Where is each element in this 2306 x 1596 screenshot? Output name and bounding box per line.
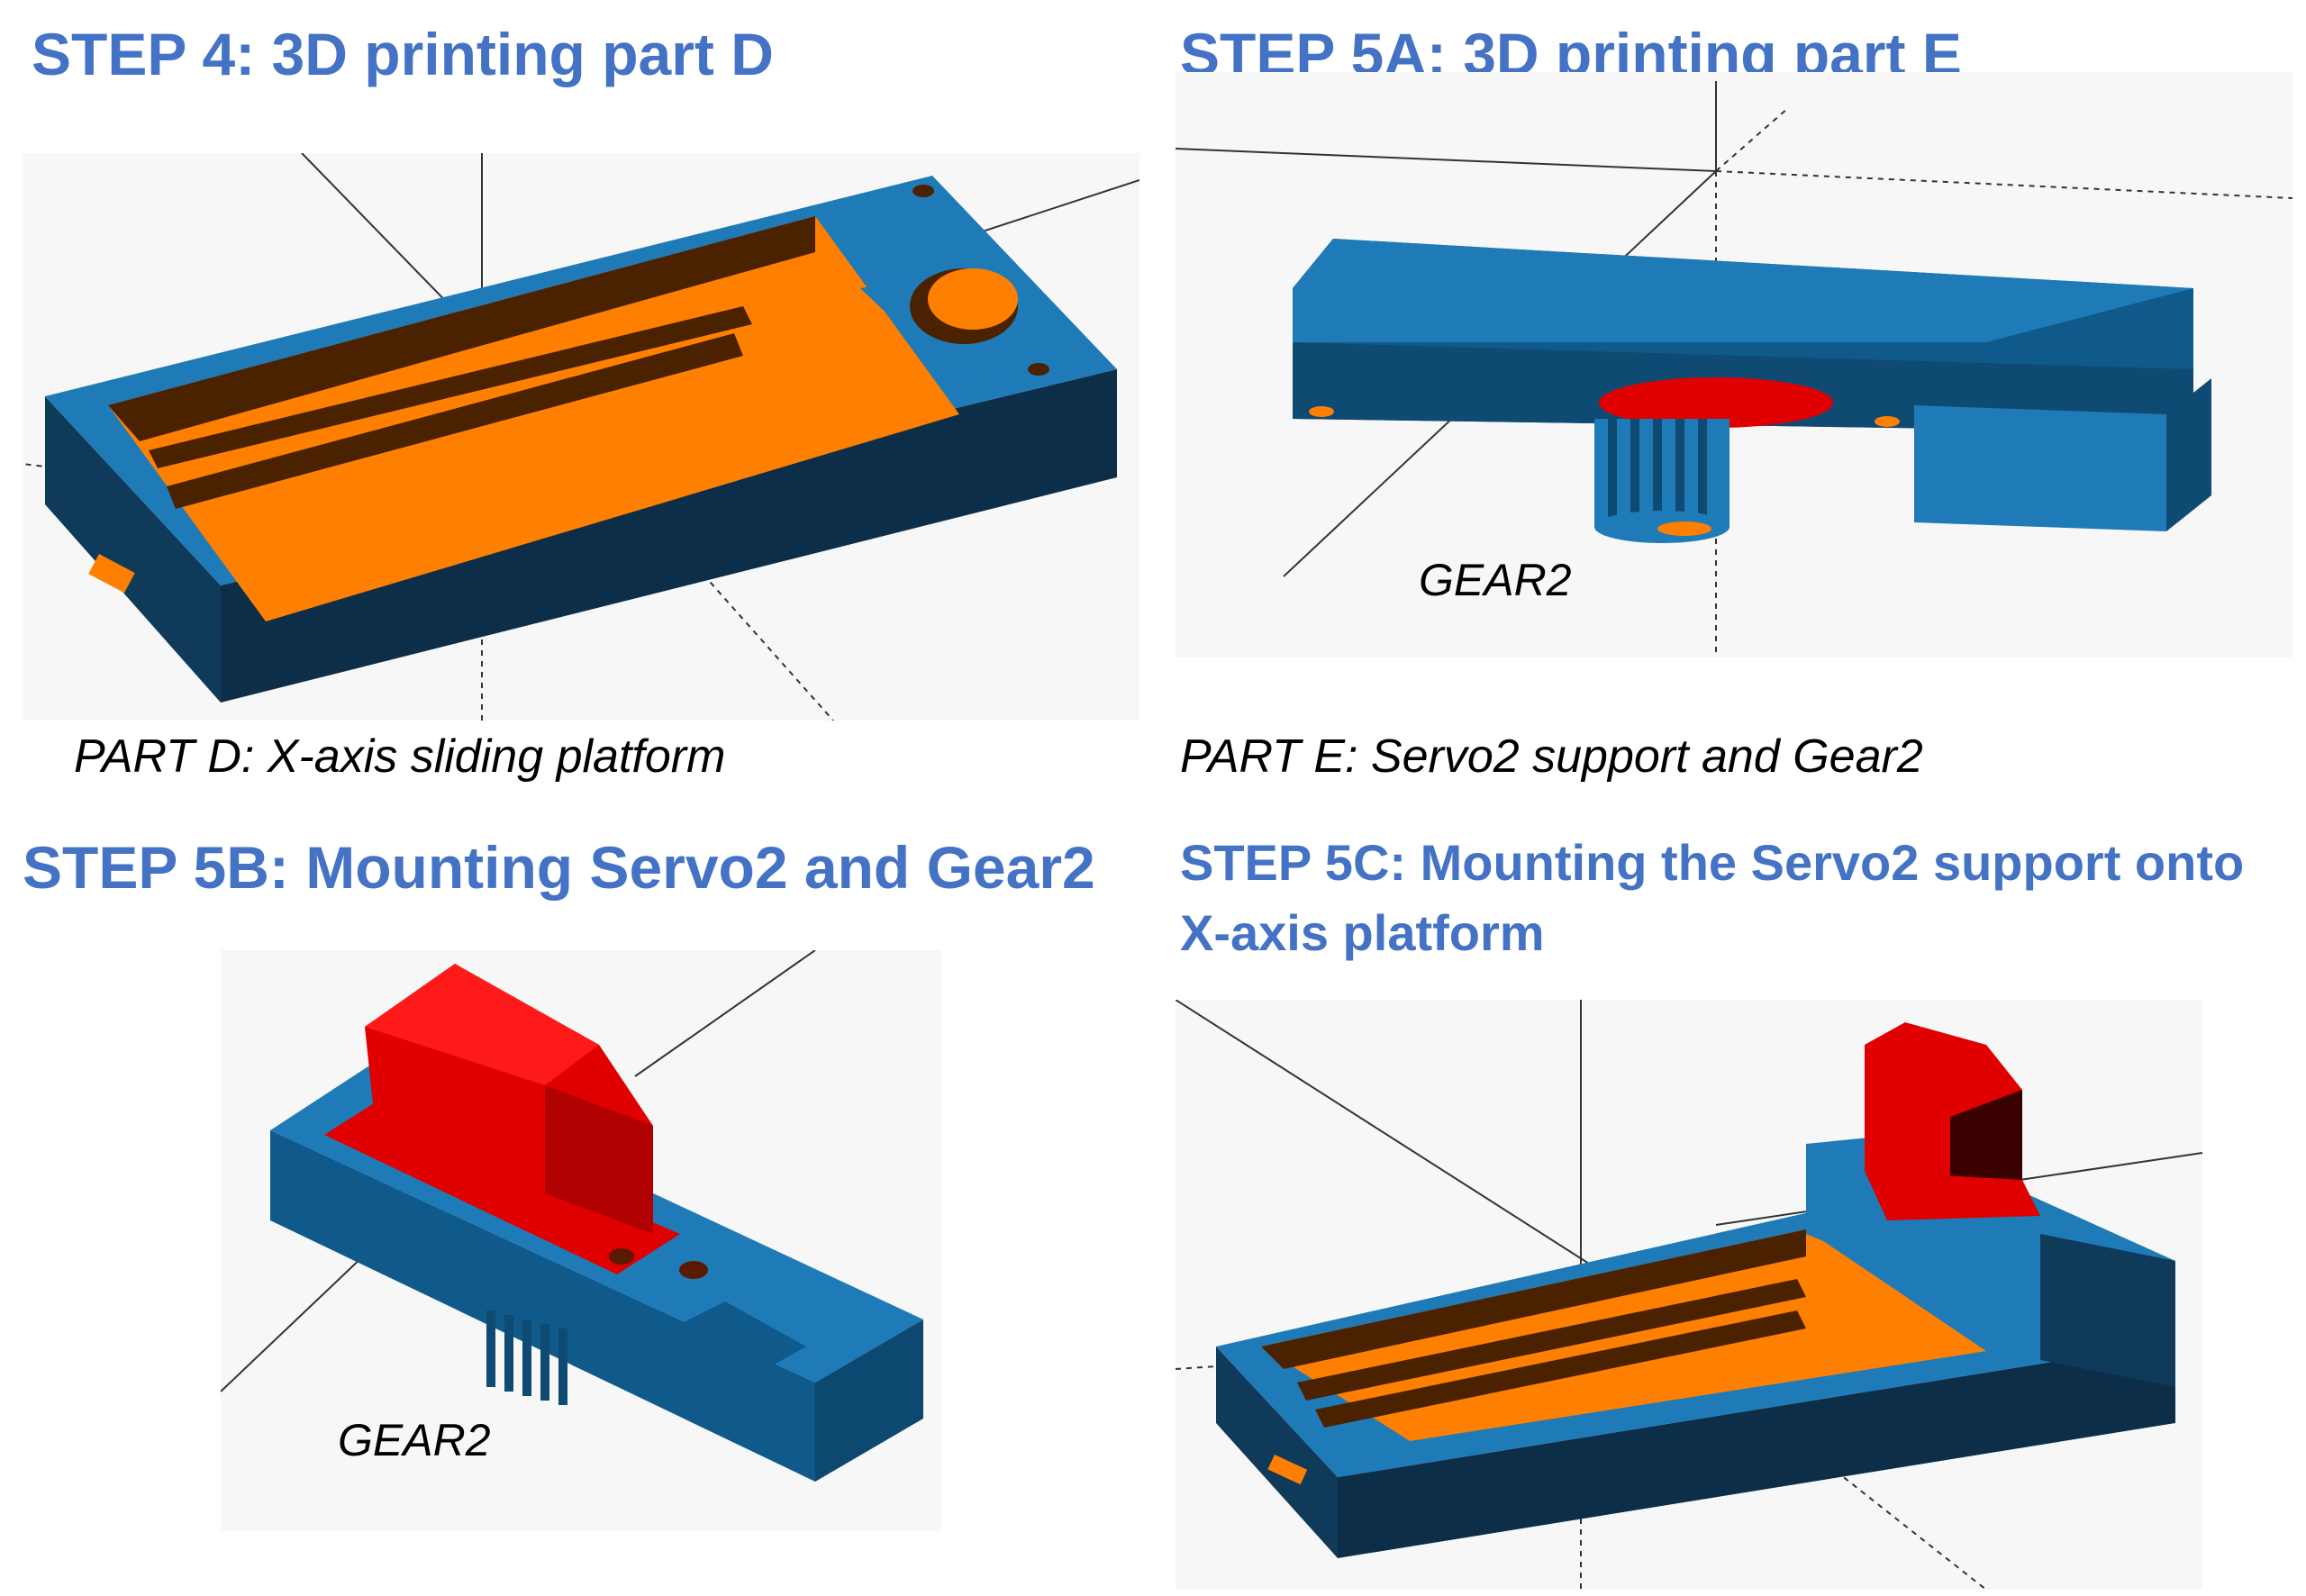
step5b-render-panel: GEAR2 <box>221 950 941 1531</box>
step5c-title-line1: STEP 5C: Mounting the Servo2 support ont… <box>1180 834 2245 891</box>
step4-title: STEP 4: 3D printing part D <box>32 21 774 87</box>
servo2-gear2-label: GEAR2 <box>338 1415 491 1465</box>
step5a-caption: PART E: Servo2 support and Gear2 <box>1180 730 1923 783</box>
step5a-render-panel: GEAR2 <box>1176 72 2292 657</box>
part-e-render <box>1176 81 2292 657</box>
step4-render-panel <box>23 153 1139 721</box>
step5c-title-line2: X-axis platform <box>1180 904 1545 961</box>
step4-caption: PART D: X-axis sliding platform <box>74 730 726 783</box>
step5b-title: STEP 5B: Mounting Servo2 and Gear2 <box>23 834 1095 901</box>
step5c-render-panel <box>1176 1000 2202 1590</box>
servo2-gear2-render <box>221 950 923 1482</box>
part-e-gear2-label: GEAR2 <box>1419 555 1572 605</box>
assembly-render <box>1176 1000 2202 1590</box>
part-d-render <box>23 153 1139 721</box>
